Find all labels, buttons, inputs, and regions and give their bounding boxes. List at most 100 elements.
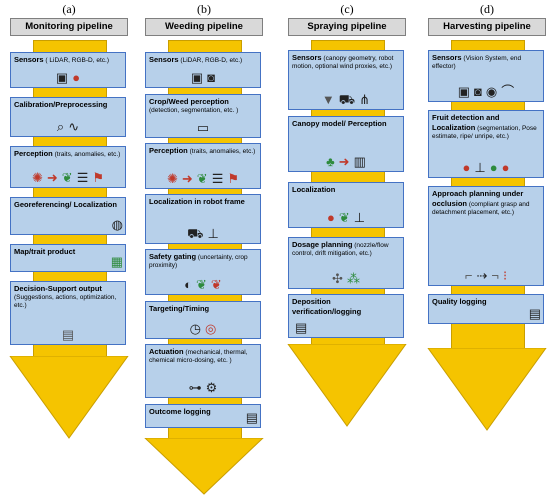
step-icons: ⛟⊥	[146, 227, 260, 240]
sensor-icon: ▣	[190, 70, 204, 85]
step-title: Crop/Weed perception	[149, 97, 229, 106]
step-icons: ▣◙	[146, 71, 260, 84]
step-detail: (LiDAR, RGB-D, etc.)	[178, 57, 243, 64]
arrow-head	[144, 438, 264, 495]
harvesting-pipeline-column: (d) Harvesting pipeline Sensors (Vision …	[424, 0, 550, 496]
step-icons: ✺➜❦☰⚑	[11, 171, 125, 184]
monitoring-pipeline-column: (a) Monitoring pipeline Sensors ( LiDAR,…	[6, 0, 132, 496]
arrow-head	[287, 344, 407, 427]
step-title: Localization in robot frame	[149, 197, 245, 206]
arrow-head	[427, 348, 547, 431]
step-box: Deposition verification/logging ▤	[288, 294, 404, 338]
step-icons: ◷◎	[146, 322, 260, 335]
step-box: Map/trait product ▦	[10, 244, 126, 272]
vision-system-icon: ◉	[485, 84, 498, 99]
bar-chart-icon: ▥	[353, 154, 366, 169]
clock-icon: ◷	[189, 321, 201, 336]
step-box: Sensors ( LiDAR, RGB-D, etc.) ▣●	[10, 52, 126, 88]
step-icons: ⌐⇢¬⁝	[429, 269, 543, 282]
step-icons: ⌕∿	[11, 120, 125, 133]
target-icon: ◎	[205, 321, 217, 336]
pipeline-header: Weeding pipeline	[145, 18, 263, 36]
pipeline-header: Harvesting pipeline	[428, 18, 546, 36]
step-title: Map/trait product	[14, 247, 76, 256]
column-label: (d)	[480, 2, 494, 16]
step-box: Sensors (canopy geometry, robot motion, …	[288, 50, 404, 110]
step-box: Approach planning under occlusion (compl…	[428, 186, 544, 286]
column-label: (a)	[62, 2, 76, 16]
step-title: Sensors	[149, 55, 179, 64]
flag-icon: ⚑	[227, 171, 240, 186]
ripe-apple-icon: ●	[501, 160, 510, 175]
step-icons: ◍	[11, 218, 125, 231]
step-title: Perception	[14, 149, 53, 158]
sprayer-icon: ▼	[321, 92, 335, 107]
step-icons: ▭	[146, 121, 260, 134]
location-pin-icon: ●	[72, 70, 81, 85]
step-icons: ▣◙◉⌒	[429, 85, 543, 98]
step-detail: (segmentation, Pose estimate, ripe/ unri…	[432, 124, 537, 140]
log-document-icon: ▤	[245, 410, 258, 425]
step-icons: ▤	[289, 321, 403, 334]
step-box: Targeting/Timing ◷◎	[145, 301, 261, 339]
step-title: Fruit detection and Localization	[432, 113, 500, 132]
monitor-detection-icon: ▭	[196, 120, 210, 135]
pipeline-header: Monitoring pipeline	[10, 18, 128, 36]
brain-icon: ✺	[31, 170, 43, 185]
step-title: Georeferencing/ Localization	[14, 200, 117, 209]
valve-icon: ⊶	[188, 380, 202, 395]
gripper-icon: ⌒	[501, 84, 515, 99]
column-label: (b)	[197, 2, 211, 16]
flag-icon: ⚑	[92, 170, 105, 185]
robot-arm-icon: ⌐	[464, 268, 473, 283]
dashboard-monitor-icon: ▤	[61, 327, 75, 342]
log-document-icon: ▤	[528, 306, 541, 321]
step-box: Dosage planning (nozzle/flow control, dr…	[288, 237, 404, 289]
step-title: Sensors	[14, 55, 44, 64]
step-box: Calibration/Preprocessing ⌕∿	[10, 97, 126, 137]
step-title: Quality logging	[432, 297, 487, 306]
step-icons: ⊶⚙	[146, 381, 260, 394]
apples-icon: ⁝	[502, 268, 508, 283]
crops-icon: ⁂	[346, 271, 360, 286]
step-detail: ( LiDAR, RGB-D, etc.)	[43, 57, 109, 64]
spraying-pipeline-column: (c) Spraying pipeline Sensors (canopy ge…	[284, 0, 410, 496]
axes-icon: ⊥	[353, 210, 366, 225]
step-title: Approach planning under occlusion	[432, 189, 524, 208]
step-icons: ✺➜❦☰⚑	[146, 172, 260, 185]
camera-icon: ◙	[207, 70, 216, 85]
step-detail: (mechanical, thermal, chemical micro-dos…	[149, 349, 248, 364]
axes-icon: ⊥	[474, 160, 486, 175]
sensor-icon: ▣	[457, 84, 471, 99]
step-icons: ▤	[11, 328, 125, 341]
step-box: Georeferencing/ Localization ◍	[10, 197, 126, 235]
plant-icon: ❦	[196, 171, 208, 186]
robot-icon: ⛟	[338, 92, 356, 107]
step-detail: (Vision System, end effector)	[432, 55, 522, 70]
arrow-icon: ➜	[46, 170, 58, 185]
log-document-icon: ▤	[295, 320, 308, 335]
step-box: Crop/Weed perception (detection, segment…	[145, 94, 261, 138]
step-icons: ♣➜▥	[289, 155, 403, 168]
step-title: Canopy model/ Perception	[292, 119, 387, 128]
magnifier-icon: ⌕	[56, 119, 65, 134]
step-detail: (nozzle/flow control, drift mitigation, …	[292, 242, 389, 257]
map-pin-icon: ●	[462, 160, 471, 175]
step-title: Targeting/Timing	[149, 304, 210, 313]
step-icons: ●❦⊥	[289, 211, 403, 224]
step-box: Quality logging ▤	[428, 294, 544, 324]
pipeline-header: Spraying pipeline	[288, 18, 406, 36]
plant-icon: ❦	[338, 210, 350, 225]
step-title: Localization	[292, 185, 336, 194]
step-title: Dosage planning	[292, 240, 353, 249]
step-icons: ▦	[11, 255, 125, 268]
tree-icon: ♣	[326, 154, 335, 169]
arrow-icon: ➜	[338, 154, 350, 169]
step-icons: ▤	[429, 307, 543, 320]
step-detail: (uncertainty, crop proximity)	[149, 254, 248, 269]
robot-icon: ⛟	[187, 226, 204, 241]
step-detail: (detection, segmentation, etc. )	[149, 106, 239, 114]
step-box: Sensors (LiDAR, RGB-D, etc.) ▣◙	[145, 52, 261, 88]
drone-icon: ✣	[332, 271, 343, 286]
arrow-icon: ➜	[181, 171, 193, 186]
